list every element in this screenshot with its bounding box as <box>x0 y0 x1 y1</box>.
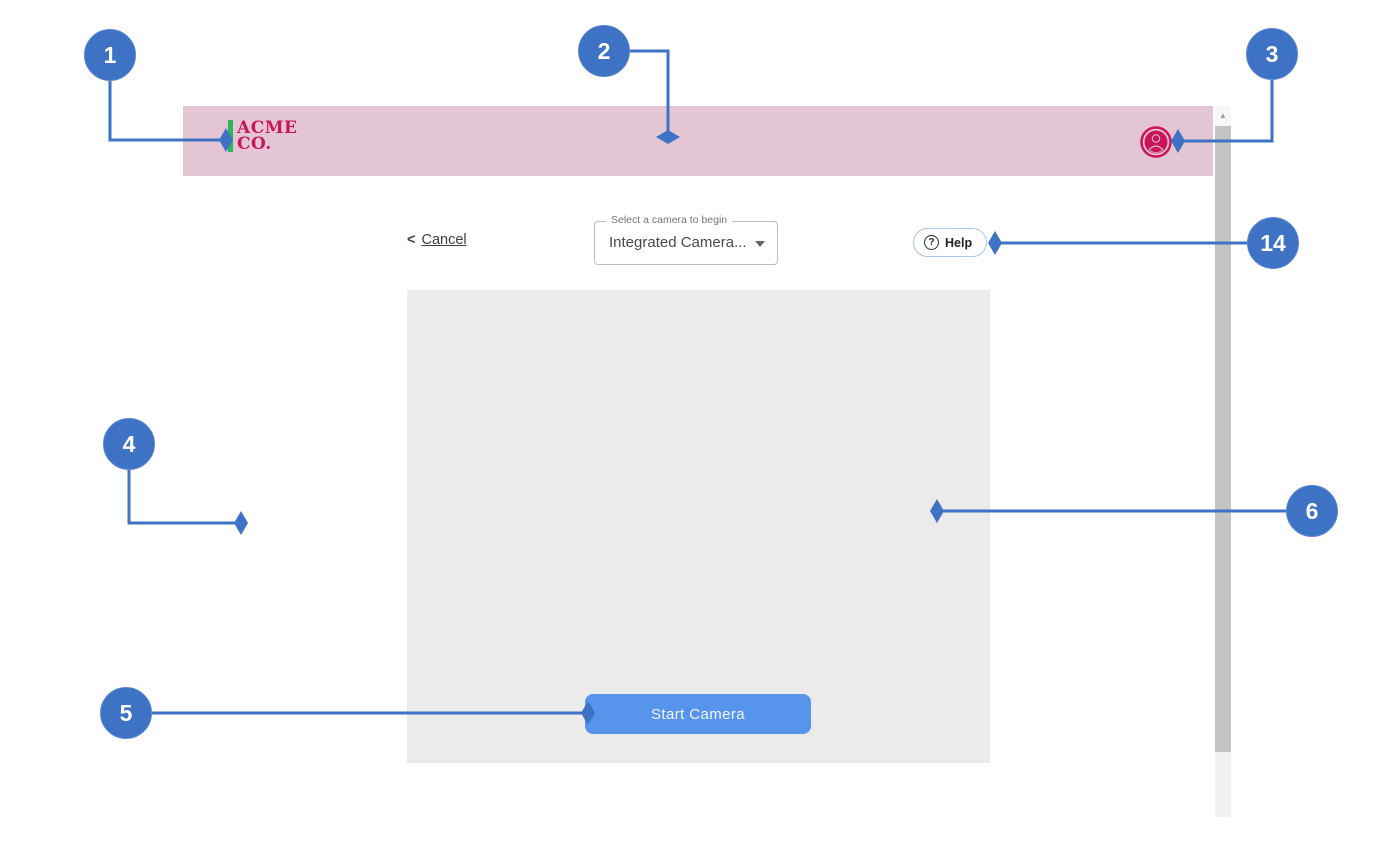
callout-badge-6: 6 <box>1286 485 1338 537</box>
camera-preview-area <box>407 290 990 763</box>
chevron-down-icon <box>755 241 765 247</box>
user-avatar-button[interactable] <box>1140 126 1172 158</box>
help-button[interactable]: ? Help <box>913 228 988 257</box>
callout-badge-3: 3 <box>1246 28 1298 80</box>
start-camera-button[interactable]: Start Camera <box>585 694 811 734</box>
app-header: ACME CO. <box>183 106 1213 176</box>
cancel-link[interactable]: < Cancel <box>407 232 467 248</box>
logo-line2: CO. <box>237 134 272 155</box>
scrollbar-up-arrow-icon[interactable]: ▲ <box>1215 106 1231 126</box>
callout-badge-1: 1 <box>84 29 136 81</box>
callout-badge-14: 14 <box>1247 217 1299 269</box>
logo-text: ACME CO. <box>237 118 298 155</box>
scrollbar[interactable]: ▲ <box>1215 106 1231 817</box>
logo-accent-bar <box>228 120 233 153</box>
callout-badge-5: 5 <box>100 687 152 739</box>
question-mark-icon: ? <box>924 235 939 250</box>
scrollbar-thumb[interactable] <box>1215 126 1231 752</box>
cancel-label: Cancel <box>421 232 467 248</box>
camera-select-dropdown[interactable]: Select a camera to begin Integrated Came… <box>594 214 778 265</box>
callout-badge-2: 2 <box>578 25 630 77</box>
camera-select-label: Select a camera to begin <box>606 214 733 226</box>
acme-logo: ACME CO. <box>228 118 298 155</box>
camera-select-value: Integrated Camera... <box>609 234 747 251</box>
back-chevron-icon: < <box>407 232 416 248</box>
help-label: Help <box>945 235 973 250</box>
callout-badge-4: 4 <box>103 418 155 470</box>
user-icon <box>1140 126 1172 158</box>
logo-line1: ACME <box>237 118 298 138</box>
